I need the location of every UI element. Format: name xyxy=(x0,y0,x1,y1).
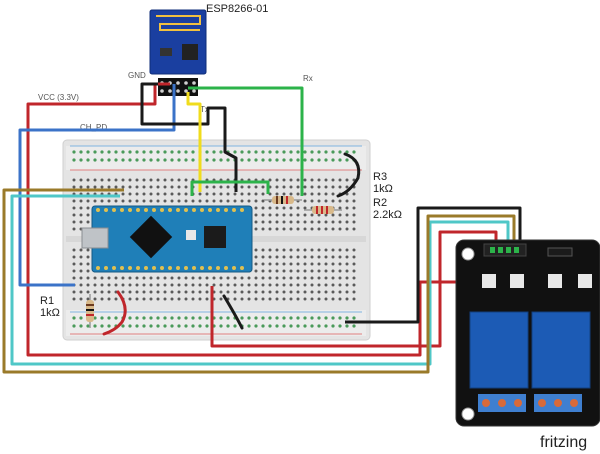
resistor-r1 xyxy=(86,294,94,328)
wire-brown-in2 xyxy=(2,188,516,374)
brand-label: fritzing xyxy=(540,434,587,451)
r1-value: 1kΩ xyxy=(40,307,60,319)
wire-green-rx xyxy=(188,86,304,196)
wire-black-gnd-rail xyxy=(222,152,361,330)
resistor-r2 xyxy=(304,206,342,214)
relay-module xyxy=(455,239,600,427)
wire-yellow-tx xyxy=(186,92,202,192)
pin-label-vcc: VCC (3.3V) xyxy=(38,93,79,102)
breadboard-holes xyxy=(72,150,356,328)
r2-ref: R2 xyxy=(373,197,387,209)
pin-label-rx: Rx xyxy=(303,74,313,83)
r2-value: 2.2kΩ xyxy=(373,209,402,221)
pin-label-gnd: GND xyxy=(128,71,146,80)
wire-cyan-in1 xyxy=(10,194,510,366)
wire-black-relay-gnd xyxy=(345,206,522,324)
arduino-nano xyxy=(81,205,253,273)
r3-ref: R3 xyxy=(373,171,387,183)
r3-value: 1kΩ xyxy=(373,183,393,195)
wire-blue-ch-pd xyxy=(18,84,176,287)
resistor-r3 xyxy=(264,196,302,204)
pin-label-tx: Tx xyxy=(200,105,209,114)
esp8266-module xyxy=(149,9,207,96)
module-title: ESP8266-01 xyxy=(206,3,268,15)
r1-ref: R1 xyxy=(40,295,54,307)
wire-black-gnd xyxy=(140,82,238,192)
wire-red-5v xyxy=(102,230,498,348)
pin-label-ch-pd: CH_PD xyxy=(80,123,107,132)
arduino-header-pins xyxy=(96,208,244,270)
